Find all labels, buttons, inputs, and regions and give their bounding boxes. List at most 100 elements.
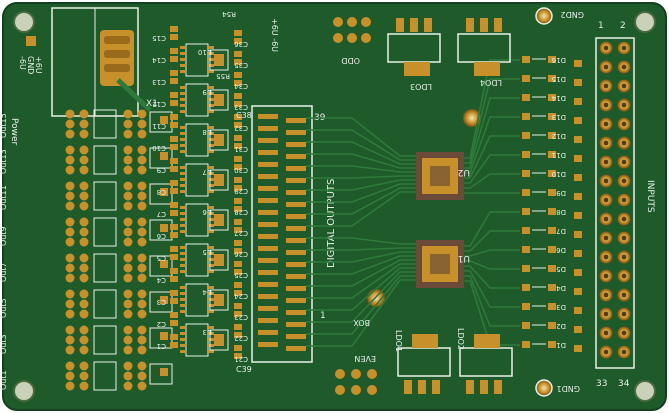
connector-pad <box>286 202 306 207</box>
diode: D13 <box>522 113 582 124</box>
capacitor: C7 <box>157 202 178 218</box>
connector-pad <box>286 262 306 267</box>
diode-label: D15 <box>552 75 566 83</box>
diode: D14 <box>522 94 582 105</box>
trace <box>464 173 520 189</box>
connector-pad <box>258 126 278 131</box>
digital-outputs-connector <box>251 105 313 363</box>
trace <box>306 271 416 323</box>
trace <box>464 275 520 327</box>
trace <box>464 230 520 252</box>
trace <box>306 279 416 347</box>
connector-pad <box>286 238 306 243</box>
trace <box>306 237 416 245</box>
connector-pad <box>286 274 306 279</box>
connector-pad <box>258 150 278 155</box>
capacitor: C22 <box>234 324 248 342</box>
capacitor-label: C33 <box>234 103 248 111</box>
capacitor-label: C24 <box>234 292 248 300</box>
diode: D10 <box>522 170 582 181</box>
diode-label: D4 <box>556 284 566 292</box>
connector-pad <box>258 258 278 263</box>
trace <box>306 183 416 203</box>
connector-pad <box>286 178 306 183</box>
capacitor-label: C30 <box>234 166 248 174</box>
signal-traces <box>306 59 520 347</box>
trace <box>306 247 416 251</box>
gnd-label: GND <box>26 56 35 74</box>
diode: D4 <box>522 284 582 295</box>
diode-label: D3 <box>556 303 566 311</box>
trace <box>306 251 416 263</box>
capacitor-label: C35 <box>234 61 248 69</box>
capacitor-label: C29 <box>234 187 248 195</box>
capacitor: C11 <box>152 114 178 130</box>
connector-pad <box>258 342 278 347</box>
trace <box>464 270 520 308</box>
ldo2-regulator <box>459 334 513 394</box>
capacitor-label: C21 <box>234 355 248 363</box>
chip-u1 <box>416 240 464 288</box>
trace <box>306 255 416 275</box>
connector-pad <box>286 346 306 351</box>
pin-bot-34: 34 <box>618 379 630 389</box>
u1-label: U1 <box>458 253 470 263</box>
connector-pad <box>258 330 278 335</box>
trace <box>306 141 416 165</box>
pin-top-2: 2 <box>620 21 626 31</box>
output-label: Out7 <box>0 262 8 282</box>
u2-label: U2 <box>458 167 470 177</box>
trace <box>306 187 416 215</box>
pin-bot-33: 33 <box>596 379 607 389</box>
capacitor: C14 <box>152 48 178 64</box>
driver-chip: U6 <box>180 203 229 237</box>
chip-label: U6 <box>202 208 212 216</box>
gnd1-label: GND1 <box>557 384 580 393</box>
capacitor-label: C11 <box>152 122 166 130</box>
odd-label: ODD <box>341 56 360 65</box>
diode-label: D6 <box>556 246 566 254</box>
diode-label: D7 <box>556 227 566 235</box>
connector-pad <box>286 154 306 159</box>
chip-label: U5 <box>202 248 212 256</box>
capacitor: C13 <box>152 70 178 86</box>
diode-label: D1 <box>556 341 566 349</box>
diode: D9 <box>522 189 582 200</box>
mounting-holes <box>13 11 656 402</box>
connector-pad <box>258 114 278 119</box>
capacitor: C36 <box>234 30 248 48</box>
ldo3-label: LDO3 <box>410 82 432 91</box>
trace <box>464 265 520 289</box>
connector-pad <box>286 142 306 147</box>
even-label: EVEN <box>354 354 376 363</box>
connector-pad <box>286 226 306 231</box>
connector-pad <box>286 214 306 219</box>
connector-pad <box>258 222 278 227</box>
trace <box>464 135 520 179</box>
capacitor-label: C36 <box>234 40 248 48</box>
box-label: BOX <box>353 318 370 327</box>
capacitor: C2 <box>157 312 178 328</box>
connector-pad <box>258 198 278 203</box>
diode: D2 <box>522 322 582 333</box>
capacitor-label: C1 <box>157 342 166 350</box>
output-label: Out9 <box>0 226 8 246</box>
driver-chip: U5 <box>180 243 229 277</box>
diode: D5 <box>522 265 582 276</box>
diode: D7 <box>522 227 582 238</box>
trace <box>464 59 520 159</box>
capacitor: C24 <box>234 282 248 300</box>
power-connector-block <box>51 7 152 117</box>
diode-label: D12 <box>552 132 566 140</box>
capacitor: C35 <box>234 51 248 69</box>
capacitor: C3 <box>157 290 178 306</box>
diode: D12 <box>522 132 582 143</box>
capacitor: C10 <box>152 136 178 152</box>
connector-pad <box>286 322 306 327</box>
connector-pad <box>286 250 306 255</box>
diode: D8 <box>522 208 582 219</box>
